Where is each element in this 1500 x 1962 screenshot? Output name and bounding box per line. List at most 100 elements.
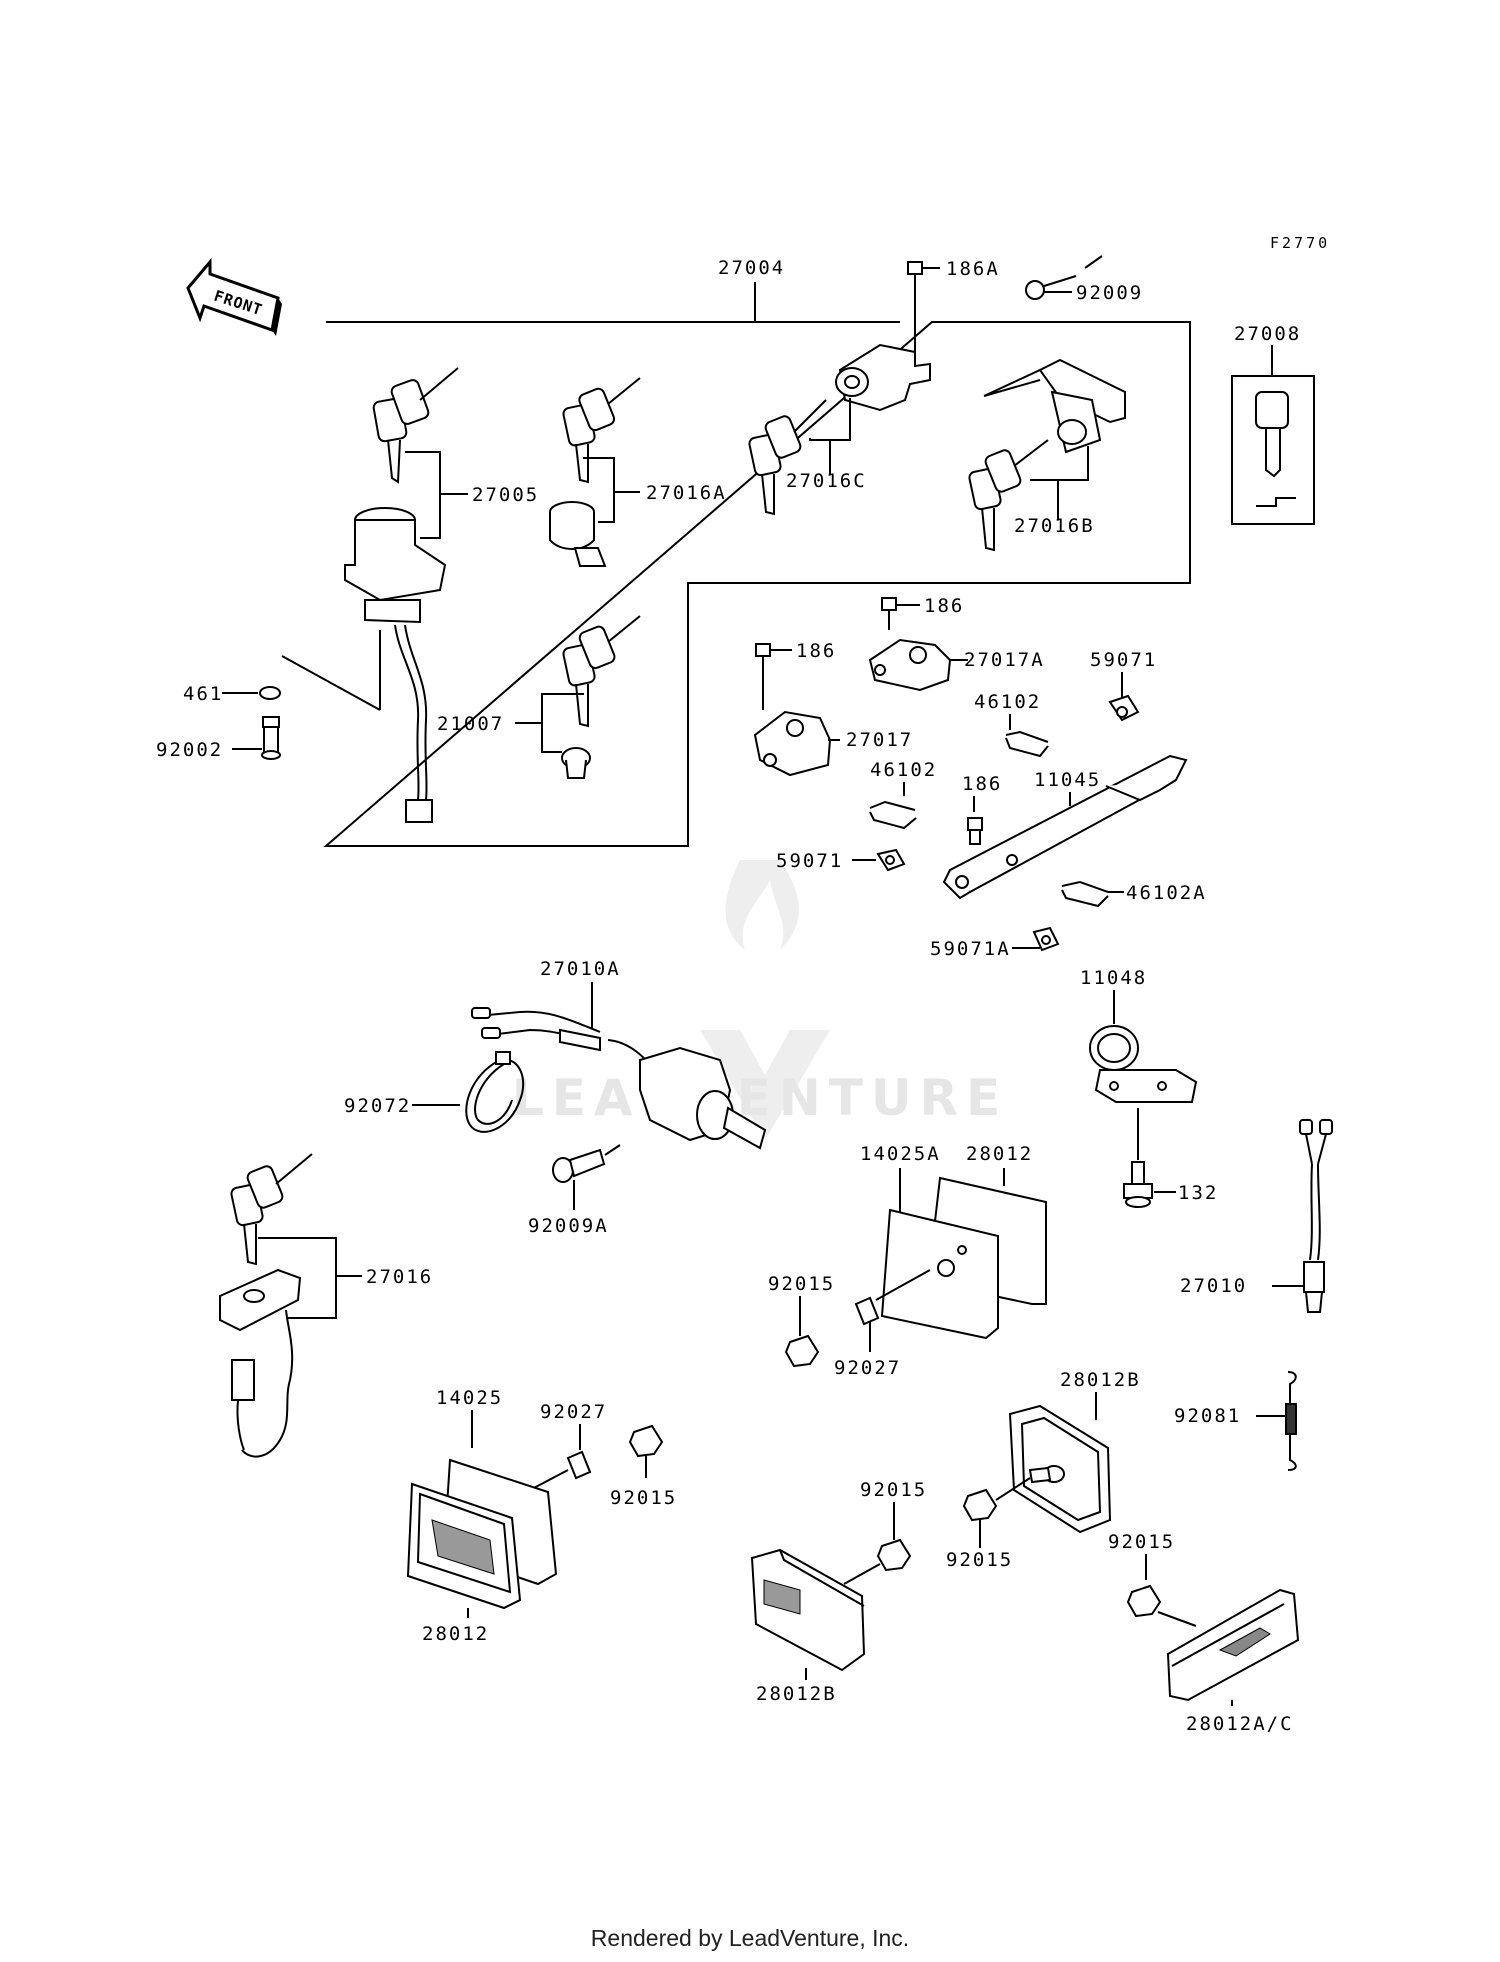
label-92027-b: 92027	[540, 1401, 607, 1423]
label-186-c: 186	[962, 773, 1002, 795]
spring-92081	[1285, 1371, 1297, 1471]
label-132: 132	[1178, 1182, 1218, 1204]
reflector-28012B-lower	[750, 1548, 866, 1672]
label-27010A: 27010A	[540, 958, 621, 980]
key-head-icon	[1255, 391, 1289, 429]
clip-59071-a	[1108, 694, 1140, 722]
label-28012B-a: 28012B	[1060, 1369, 1141, 1391]
key-set-21007	[562, 615, 641, 728]
bolt-186-a	[881, 597, 897, 630]
label-27017A: 27017A	[964, 649, 1045, 671]
watermark-text: LEADVENTURE	[512, 1069, 1008, 1127]
bolt-186A	[907, 261, 923, 300]
switch-27010A	[471, 1007, 767, 1150]
label-28012-b: 28012	[422, 1623, 489, 1645]
label-21007: 21007	[437, 713, 504, 735]
bolt-92002	[261, 716, 281, 760]
label-27004: 27004	[718, 257, 785, 279]
screw-92009	[1025, 275, 1077, 300]
label-92081: 92081	[1174, 1405, 1241, 1427]
bolt-186-b	[755, 643, 771, 710]
label-186-a: 186	[924, 595, 964, 617]
key-blank-27008	[1231, 375, 1315, 525]
label-27008: 27008	[1234, 323, 1301, 345]
cable-tie-92072	[465, 1051, 525, 1133]
diagram-code: F2770	[1270, 234, 1330, 252]
kit-27004-outline	[323, 321, 1191, 847]
label-27010: 27010	[1180, 1275, 1247, 1297]
clip-59071-b	[876, 848, 906, 872]
label-14025: 14025	[436, 1387, 503, 1409]
label-11045: 11045	[1034, 769, 1101, 791]
label-92009: 92009	[1076, 282, 1143, 304]
label-11048: 11048	[1080, 967, 1147, 989]
guide-46102A	[1061, 880, 1109, 908]
label-92015-a: 92015	[768, 1273, 835, 1295]
label-27017: 27017	[846, 729, 913, 751]
key-set-27016	[230, 1153, 313, 1266]
footer-credit: Rendered by LeadVenture, Inc.	[590, 1925, 910, 1951]
bolt-186-c	[967, 817, 983, 845]
label-92015-b: 92015	[946, 1549, 1013, 1571]
key-set-27016C	[748, 399, 827, 516]
key-set-27016A	[562, 377, 641, 484]
lock-27016A	[549, 501, 607, 567]
label-92015-e: 92015	[1108, 1531, 1175, 1553]
nut-92015-d	[876, 1538, 912, 1572]
label-92009A: 92009A	[528, 1215, 609, 1237]
sensor-27010	[1299, 1119, 1333, 1313]
bracket-11045	[942, 754, 1188, 900]
nut-92015-a	[784, 1334, 820, 1368]
label-27005: 27005	[472, 484, 539, 506]
key-set-27005	[372, 367, 459, 484]
label-59071-b: 59071	[776, 850, 843, 872]
label-46102A: 46102A	[1126, 882, 1207, 904]
nut-92015-e	[1126, 1584, 1162, 1618]
label-28012B-b: 28012B	[756, 1683, 837, 1705]
reflector-28012-lower	[406, 1458, 558, 1610]
label-92015-d: 92015	[860, 1479, 927, 1501]
label-27016A: 27016A	[646, 482, 727, 504]
label-59071-a: 59071	[1090, 649, 1157, 671]
washer-461	[259, 686, 281, 700]
nut-92015-b	[962, 1488, 998, 1522]
label-92072: 92072	[344, 1095, 411, 1117]
label-186-b: 186	[796, 640, 836, 662]
label-27016C: 27016C	[786, 470, 867, 492]
reflector-28012AC	[1166, 1588, 1300, 1702]
label-14025A: 14025A	[860, 1143, 941, 1165]
clip-59071A	[1032, 926, 1060, 952]
bracket-27017	[753, 710, 832, 777]
guide-46102-a	[1005, 730, 1049, 758]
label-461: 461	[183, 683, 223, 705]
bracket-11048	[1089, 1025, 1198, 1103]
label-92002: 92002	[156, 739, 223, 761]
label-186A: 186A	[946, 258, 1000, 280]
label-27016: 27016	[366, 1266, 433, 1288]
guide-46102-b	[869, 800, 917, 830]
lock-27016B	[1038, 358, 1126, 454]
bracket-27017A	[868, 638, 952, 692]
lock-21007	[561, 747, 591, 779]
screw-92009A	[552, 1148, 606, 1183]
reflector-28012-upper	[880, 1176, 1047, 1340]
label-92027-a: 92027	[834, 1357, 901, 1379]
front-arrow-icon: FRONT	[186, 257, 282, 336]
collar-92027-a	[854, 1296, 880, 1326]
label-46102-b: 46102	[870, 759, 937, 781]
label-28012-a: 28012	[966, 1143, 1033, 1165]
label-92015-c: 92015	[610, 1487, 677, 1509]
key-set-27016B	[968, 439, 1049, 552]
watermark: LEADVENTURE	[512, 860, 1008, 1140]
label-59071A: 59071A	[930, 938, 1011, 960]
nut-92015-c	[628, 1424, 664, 1458]
label-46102-a: 46102	[974, 691, 1041, 713]
lock-27016C	[835, 343, 931, 412]
reflector-28012B-upper	[1008, 1404, 1112, 1534]
chain-lock-27016	[219, 1268, 302, 1458]
bolt-132	[1123, 1161, 1153, 1208]
ignition-switch	[344, 507, 447, 823]
label-27016B: 27016B	[1014, 515, 1095, 537]
label-28012AC: 28012A/C	[1186, 1713, 1294, 1735]
